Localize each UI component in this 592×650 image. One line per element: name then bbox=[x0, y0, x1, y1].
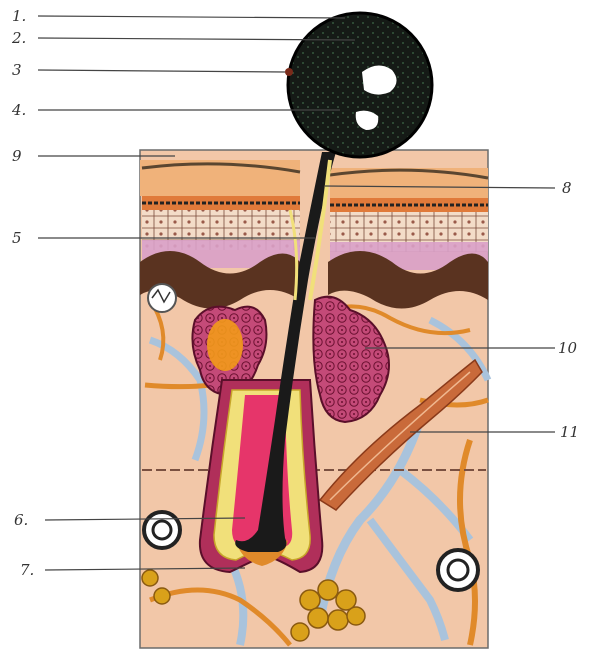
hair-cross-section bbox=[285, 13, 432, 157]
sweat-gland-left bbox=[144, 512, 180, 548]
sweat-gland-right bbox=[438, 550, 478, 590]
label-10: 10 bbox=[558, 339, 578, 357]
label-11: 11 bbox=[560, 423, 579, 441]
label-5: 5 bbox=[12, 229, 22, 247]
cross-section-outer bbox=[288, 13, 432, 157]
label-8: 8 bbox=[562, 179, 572, 197]
label-6: 6. bbox=[14, 511, 28, 529]
label-3: 3 bbox=[12, 61, 22, 79]
cross-section-marker bbox=[285, 68, 293, 76]
label-1: 1. bbox=[12, 7, 26, 25]
label-4: 4. bbox=[11, 101, 26, 119]
label-2: 2. bbox=[11, 29, 26, 47]
label-9: 9 bbox=[12, 147, 22, 165]
cross-section-medulla bbox=[362, 65, 397, 94]
label-7: 7. bbox=[20, 561, 34, 579]
